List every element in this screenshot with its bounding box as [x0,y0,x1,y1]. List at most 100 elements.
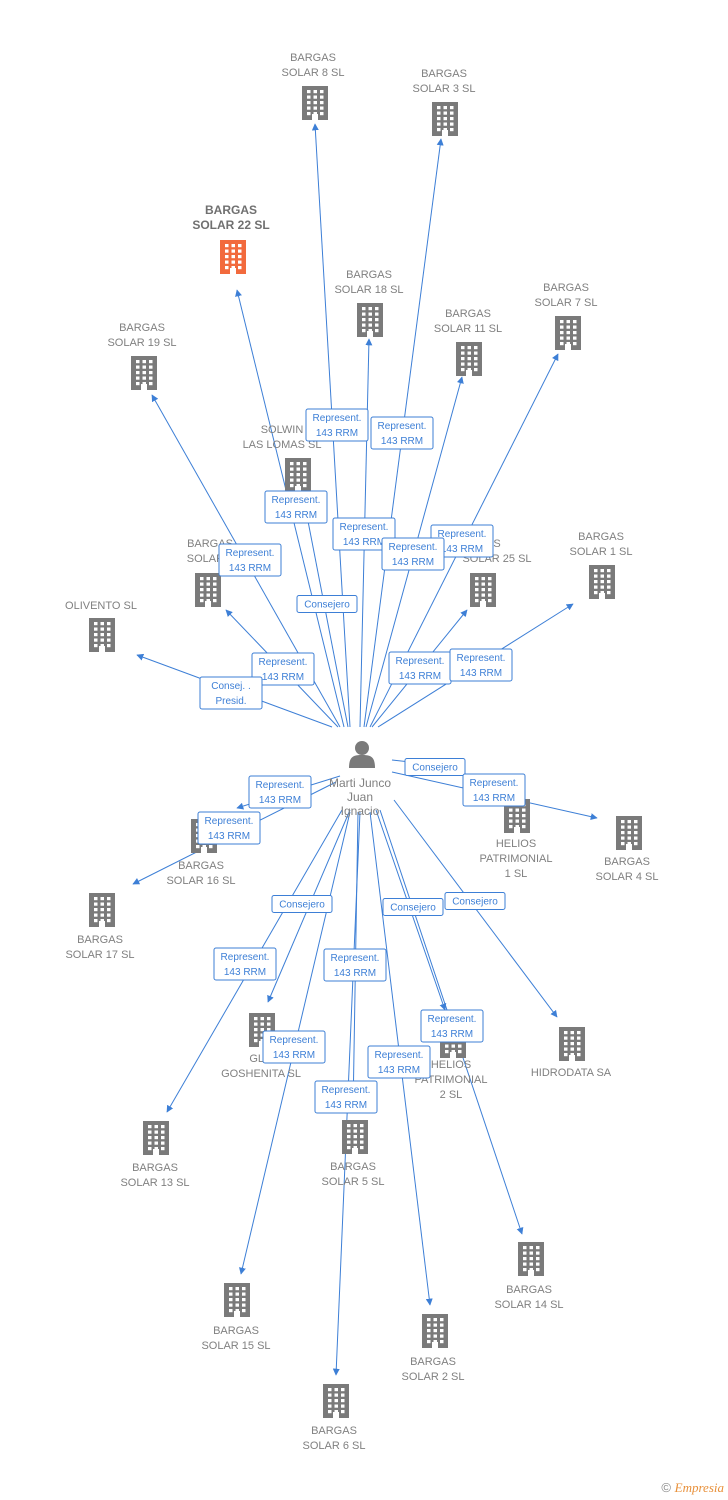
relation-badge-bs2[interactable]: Represent.143 RRM [367,1045,431,1079]
relation-badge-hp2[interactable]: Consejero [382,898,444,916]
relation-text: Consejero [452,897,498,908]
relation-text: 143 RRM [460,668,502,679]
relation-text: 143 RRM [441,544,483,555]
relation-badge-bs4[interactable]: Represent. 143 RRM [462,773,526,807]
building-icon [518,1242,544,1276]
building-icon [559,1027,585,1061]
relation-badge-bs15[interactable]: Represent.143 RRM [262,1030,326,1064]
copyright-symbol: © [661,1480,672,1495]
relation-badge-bs13[interactable]: Represent. 143 RRM [248,775,312,809]
relation-box [248,775,312,809]
relation-box [197,811,261,845]
brand-name: Empresia [674,1480,724,1495]
relation-text: Represent. [221,952,270,963]
relation-text: 143 RRM [473,793,515,804]
relation-badge-hp1[interactable]: Consejero [404,758,466,776]
company-label: OLIVENTO SL [65,600,137,612]
relation-box [367,1045,431,1079]
company-node-hidro[interactable]: HIDRODATA SA [531,1027,612,1079]
relation-badge-solw[interactable]: Consejero [296,595,358,613]
building-icon [432,102,458,136]
relation-badge-bs9[interactable]: Represent. 143 RRM [251,652,315,686]
relation-badge-hidro[interactable]: Consejero [444,892,506,910]
relation-box [213,947,277,981]
relation-text: Represent. [259,657,308,668]
relation-badge-bs22[interactable]: Represent.143 RRM [264,490,328,524]
relation-text: Represent. [313,413,362,424]
building-icon [285,458,311,492]
relation-text: 143 RRM [334,968,376,979]
relation-badge-bs5[interactable]: Represent.143 RRM [323,948,387,982]
relation-text: 143 RRM [381,436,423,447]
relation-text: 143 RRM [399,671,441,682]
company-node-oliv[interactable]: OLIVENTO SL [65,600,137,652]
relation-box [305,408,369,442]
relation-text: 143 RRM [262,672,304,683]
relation-badge-glo[interactable]: Consejero [271,895,333,913]
relation-text: 143 RRM [273,1050,315,1061]
building-icon [195,573,221,607]
relation-text: Consej. . [211,681,250,692]
relation-badge-bs8[interactable]: Represent. 143 RRM [305,408,369,442]
relation-text: Represent. [375,1050,424,1061]
relation-badge-oliv[interactable]: Consej. .Presid. [199,676,263,710]
relation-badge-bs14[interactable]: Represent.143 RRM [420,1009,484,1043]
relation-box [296,595,358,613]
relation-badge-bs3[interactable]: Represent.143 RRM [370,416,434,450]
relation-text: Represent. [438,529,487,540]
relation-text: 143 RRM [325,1100,367,1111]
relation-badge-bs11[interactable]: Represent.143 RRM [381,537,445,571]
relation-badge-bs16[interactable]: Represent.143 RRM [197,811,261,845]
relation-badge-bs17[interactable]: Represent.143 RRM [213,947,277,981]
relation-text: Represent. [272,495,321,506]
building-icon [470,573,496,607]
relation-text: Consejero [279,900,325,911]
relation-text: Represent. [470,778,519,789]
relation-text: Represent. [226,548,275,559]
relation-text: 143 RRM [316,428,358,439]
relation-badge-bs1[interactable]: Represent.143 RRM [449,648,513,682]
relation-box [262,1030,326,1064]
relation-box [382,898,444,916]
relation-box [271,895,333,913]
relation-badge-bs18[interactable]: Represent.143 RRM [332,517,396,551]
relation-badge-bs6[interactable]: Represent.143 RRM [314,1080,378,1114]
relation-box [264,490,328,524]
building-icon [89,618,115,652]
relation-text: Represent. [389,542,438,553]
building-icon [555,316,581,350]
relation-text: Represent. [428,1014,477,1025]
relation-text: Represent. [256,780,305,791]
relation-badge-bs19[interactable]: Represent.143 RRM [218,543,282,577]
relation-text: 143 RRM [259,795,301,806]
relation-badge-bs25[interactable]: Represent.143 RRM [388,651,452,685]
